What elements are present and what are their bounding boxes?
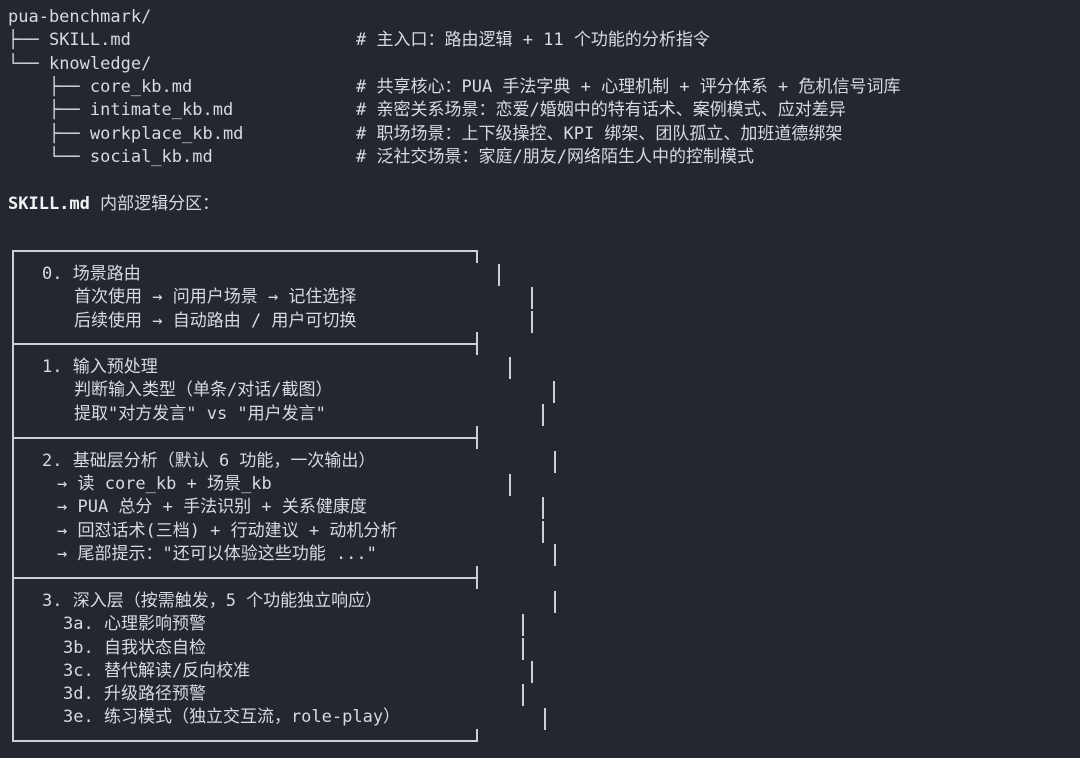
diagram-title: SKILL.md 内部逻辑分区： bbox=[8, 193, 219, 216]
box-right-edge-bar bbox=[542, 404, 544, 426]
tree-branch-icon: └── bbox=[8, 54, 49, 74]
tree-comment: # 职场场景：上下级操控、KPI 绑架、团队孤立、加班道德绑架 bbox=[356, 124, 843, 144]
tree-item: ├── intimate_kb.md # 亲密关系场景：恋爱/婚姻中的特有话术、案… bbox=[8, 99, 846, 122]
tree-branch-icon: ├── bbox=[8, 30, 49, 50]
tree-branch-icon: └── bbox=[8, 147, 90, 167]
box-separator bbox=[12, 577, 478, 579]
box-right-edge-bar bbox=[498, 264, 500, 286]
flow-step-2-line: → 回怼话术(三档) + 行动建议 + 动机分析 bbox=[57, 521, 398, 541]
box-border-bottom bbox=[12, 740, 478, 742]
tree-item: └── knowledge/ bbox=[8, 53, 151, 76]
box-right-edge-bar bbox=[522, 684, 524, 706]
box-right-edge-bar bbox=[531, 287, 533, 309]
flow-step-3-line: 3d. 升级路径预警 bbox=[63, 684, 206, 704]
flow-step-0-title: 0. 场景路由 bbox=[42, 264, 141, 284]
box-corner-bottom-right bbox=[476, 729, 478, 742]
tree-item: ├── SKILL.md # 主入口：路由逻辑 + 11 个功能的分析指令 bbox=[8, 29, 710, 52]
box-separator bbox=[12, 437, 478, 439]
flow-step-2-line: → PUA 总分 + 手法识别 + 关系健康度 bbox=[57, 497, 367, 517]
flow-step-0-line: 首次使用 → 问用户场景 → 记住选择 bbox=[74, 287, 357, 307]
file-name: workplace_kb.md bbox=[89, 124, 244, 144]
tree-comment: # 泛社交场景：家庭/朋友/网络陌生人中的控制模式 bbox=[356, 147, 754, 167]
flow-step-2-title: 2. 基础层分析（默认 6 功能，一次输出） bbox=[42, 451, 376, 471]
flow-step-2-line: → 读 core_kb + 场景_kb bbox=[57, 474, 272, 494]
flow-step-3-title: 3. 深入层（按需触发，5 个功能独立响应） bbox=[42, 591, 383, 611]
box-right-edge-bar bbox=[544, 708, 546, 730]
file-name: intimate_kb.md bbox=[89, 100, 234, 120]
file-name: core_kb.md bbox=[89, 77, 193, 97]
flow-step-3-line: 3b. 自我状态自检 bbox=[63, 638, 206, 658]
tree-item: └── social_kb.md # 泛社交场景：家庭/朋友/网络陌生人中的控制模… bbox=[8, 146, 754, 169]
box-separator-tick bbox=[476, 426, 478, 449]
box-separator bbox=[12, 343, 478, 345]
box-right-edge-bar bbox=[553, 381, 555, 403]
flow-step-1-line: 判断输入类型（单条/对话/截图） bbox=[74, 380, 333, 400]
flow-step-3-line: 3e. 练习模式（独立交互流，role-play） bbox=[63, 707, 401, 727]
box-border-left bbox=[12, 250, 14, 742]
box-separator-tick bbox=[476, 566, 478, 589]
diagram-title-text: 内部逻辑分区： bbox=[89, 194, 220, 214]
box-right-edge-bar bbox=[554, 544, 556, 566]
flow-step-1-title: 1. 输入预处理 bbox=[42, 357, 158, 377]
flow-step-3-line: 3c. 替代解读/反向校准 bbox=[63, 661, 251, 681]
folder-name: pua-benchmark/ bbox=[8, 7, 152, 27]
file-name: SKILL.md bbox=[48, 30, 131, 50]
flow-step-0-line: 后续使用 → 自动路由 / 用户可切换 bbox=[74, 311, 357, 331]
tree-branch-icon: ├── bbox=[8, 124, 90, 144]
tree-comment: # 亲密关系场景：恋爱/婚姻中的特有话术、案例模式、应对差异 bbox=[356, 100, 846, 120]
tree-branch-icon: ├── bbox=[8, 77, 90, 97]
tree-root: pua-benchmark/ bbox=[8, 6, 151, 29]
flow-step-1-line: 提取"对方发言" vs "用户发言" bbox=[74, 404, 326, 424]
box-corner-top-right bbox=[476, 250, 478, 263]
box-right-edge-bar bbox=[531, 311, 533, 333]
folder-name: knowledge/ bbox=[48, 54, 152, 74]
box-right-edge-bar bbox=[522, 638, 524, 660]
box-right-edge-bar bbox=[531, 661, 533, 683]
box-separator-tick bbox=[476, 332, 478, 355]
file-name: social_kb.md bbox=[89, 147, 213, 167]
box-right-edge-bar bbox=[542, 521, 544, 543]
flow-step-3-line: 3a. 心理影响预警 bbox=[63, 614, 206, 634]
tree-item: ├── core_kb.md # 共享核心：PUA 手法字典 + 心理机制 + 评… bbox=[8, 76, 901, 99]
tree-item: ├── workplace_kb.md # 职场场景：上下级操控、KPI 绑架、团… bbox=[8, 123, 842, 146]
box-right-edge-bar bbox=[522, 614, 524, 636]
diagram-title-file: SKILL.md bbox=[8, 194, 90, 214]
flow-step-2-line: → 尾部提示："还可以体验这些功能 ..." bbox=[57, 544, 377, 564]
box-right-edge-bar bbox=[509, 474, 511, 496]
box-right-edge-bar bbox=[509, 357, 511, 379]
box-right-edge-bar bbox=[554, 591, 556, 613]
tree-comment: # 共享核心：PUA 手法字典 + 心理机制 + 评分体系 + 危机信号词库 bbox=[356, 77, 901, 97]
box-right-edge-bar bbox=[542, 497, 544, 519]
tree-comment: # 主入口：路由逻辑 + 11 个功能的分析指令 bbox=[356, 30, 710, 50]
tree-branch-icon: ├── bbox=[8, 100, 90, 120]
box-border-top bbox=[12, 250, 478, 252]
box-right-edge-bar bbox=[554, 451, 556, 473]
